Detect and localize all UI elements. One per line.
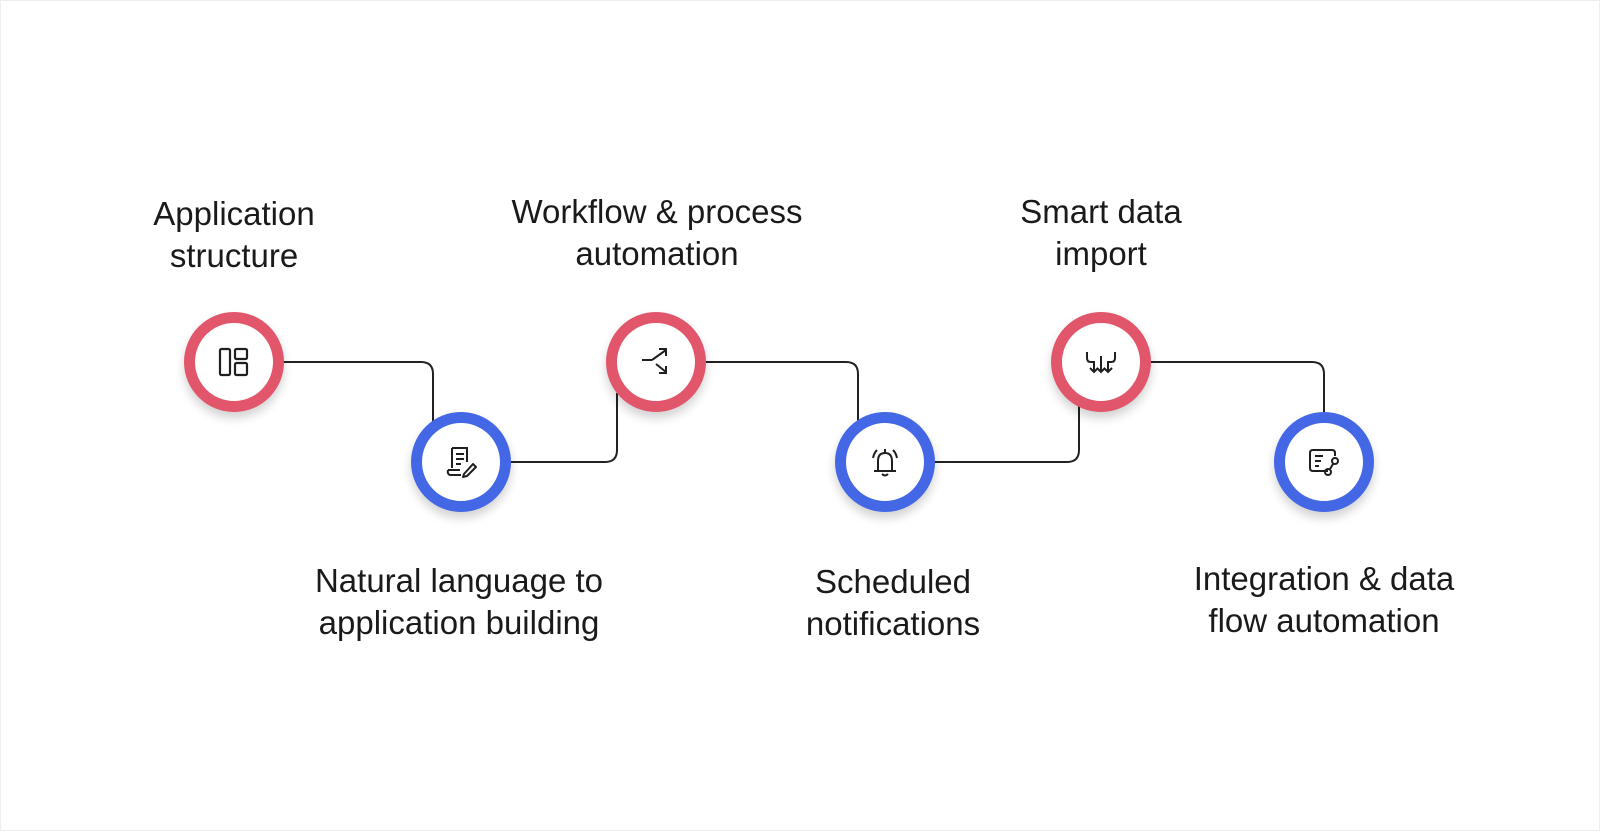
workflow-arrows-icon	[638, 344, 674, 380]
step-3-node	[606, 312, 706, 412]
step-6-label: Integration & data flow automation	[1193, 560, 1455, 639]
layout-icon	[217, 345, 251, 379]
connector-2-3	[511, 393, 618, 463]
data-flow-icon	[1306, 444, 1342, 480]
step-5-node	[1051, 312, 1151, 412]
document-edit-icon	[443, 444, 479, 480]
step-3-label: Workflow & process automation	[511, 193, 803, 272]
step-1-label: Application structure	[153, 195, 315, 274]
import-arrows-icon	[1082, 344, 1120, 380]
step-1-node	[184, 312, 284, 412]
connector-4-5	[935, 393, 1080, 463]
step-5-label: Smart data import	[1020, 193, 1182, 272]
connector-1-2	[279, 361, 434, 441]
step-4-node	[835, 412, 935, 512]
alarm-bell-icon	[867, 444, 903, 480]
connector-5-6	[1151, 361, 1325, 441]
step-4-label: Scheduled notifications	[805, 563, 981, 642]
step-2-node	[411, 412, 511, 512]
step-6-node	[1274, 412, 1374, 512]
step-2-label: Natural language to application building	[314, 562, 604, 641]
connector-3-4	[706, 361, 859, 441]
